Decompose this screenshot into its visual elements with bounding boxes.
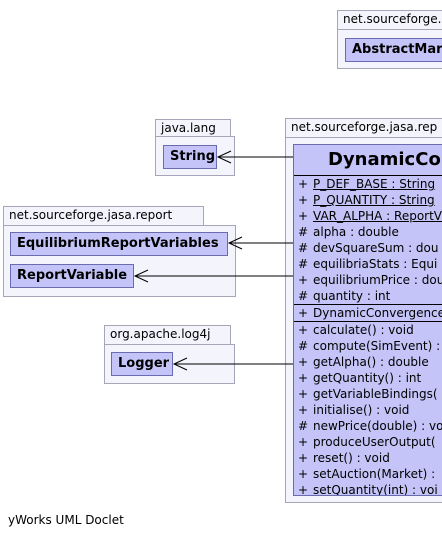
dependency-arrow-equilibrium-report-variables bbox=[227, 236, 293, 250]
method: #compute(SimEvent) : bbox=[298, 339, 441, 353]
method: #newPrice(double) : vo bbox=[298, 419, 442, 433]
dependency-arrow-report-variable bbox=[133, 269, 293, 283]
static-fields-section: +P_DEF_BASE : String +P_QUANTITY : Strin… bbox=[294, 176, 442, 224]
method: +calculate() : void bbox=[298, 323, 414, 337]
field: #quantity : int bbox=[298, 289, 391, 303]
constructors-section: +DynamicConvergence bbox=[294, 305, 442, 321]
footer-credit: yWorks UML Doclet bbox=[8, 513, 124, 527]
constructor: +DynamicConvergence bbox=[298, 306, 442, 320]
static-field: +P_DEF_BASE : String bbox=[298, 177, 436, 191]
methods-section: +calculate() : void #compute(SimEvent) :… bbox=[294, 322, 442, 496]
divider bbox=[294, 175, 442, 176]
field: #devSquareSum : dou bbox=[298, 241, 439, 255]
field: #equilibriaStats : Equi bbox=[298, 257, 438, 271]
class-logger[interactable]: Logger bbox=[111, 352, 173, 376]
package-tab-java-lang: java.lang bbox=[155, 119, 231, 136]
static-field: +P_QUANTITY : String bbox=[298, 193, 435, 207]
method: +initialise() : void bbox=[298, 403, 410, 417]
dependency-arrow-string bbox=[216, 150, 293, 164]
package-tab-main: net.sourceforge.jasa.rep bbox=[285, 118, 442, 137]
method: +reset() : void bbox=[298, 451, 390, 465]
package-tab-jasa-report: net.sourceforge.jasa.report bbox=[3, 206, 204, 225]
class-title: DynamicConv bbox=[328, 149, 442, 170]
divider bbox=[294, 304, 442, 305]
class-string[interactable]: String bbox=[163, 145, 217, 169]
class-dynamic-convergence[interactable]: DynamicConv +P_DEF_BASE : String +P_QUAN… bbox=[293, 144, 442, 496]
field: +equilibriumPrice : dou bbox=[298, 273, 442, 287]
method: +getAlpha() : double bbox=[298, 355, 429, 369]
method: +setQuantity(int) : voi bbox=[298, 483, 438, 496]
method: +getQuantity() : int bbox=[298, 371, 422, 385]
divider bbox=[294, 321, 442, 322]
fields-section: #alpha : double #devSquareSum : dou #equ… bbox=[294, 224, 442, 304]
class-abstract-market[interactable]: AbstractMar bbox=[345, 38, 442, 62]
method: +produceUserOutput( bbox=[298, 435, 436, 449]
package-tab-log4j: org.apache.log4j bbox=[104, 325, 231, 344]
class-equilibrium-report-variables[interactable]: EquilibriumReportVariables bbox=[10, 232, 228, 256]
method: +getVariableBindings( bbox=[298, 387, 438, 401]
field: #alpha : double bbox=[298, 225, 399, 239]
class-report-variable[interactable]: ReportVariable bbox=[10, 264, 134, 288]
dependency-arrow-logger bbox=[172, 357, 293, 371]
method: +setAuction(Market) : bbox=[298, 467, 436, 481]
package-tab-abstract: net.sourceforge. bbox=[337, 10, 442, 29]
static-field: +VAR_ALPHA : ReportV bbox=[298, 209, 442, 223]
